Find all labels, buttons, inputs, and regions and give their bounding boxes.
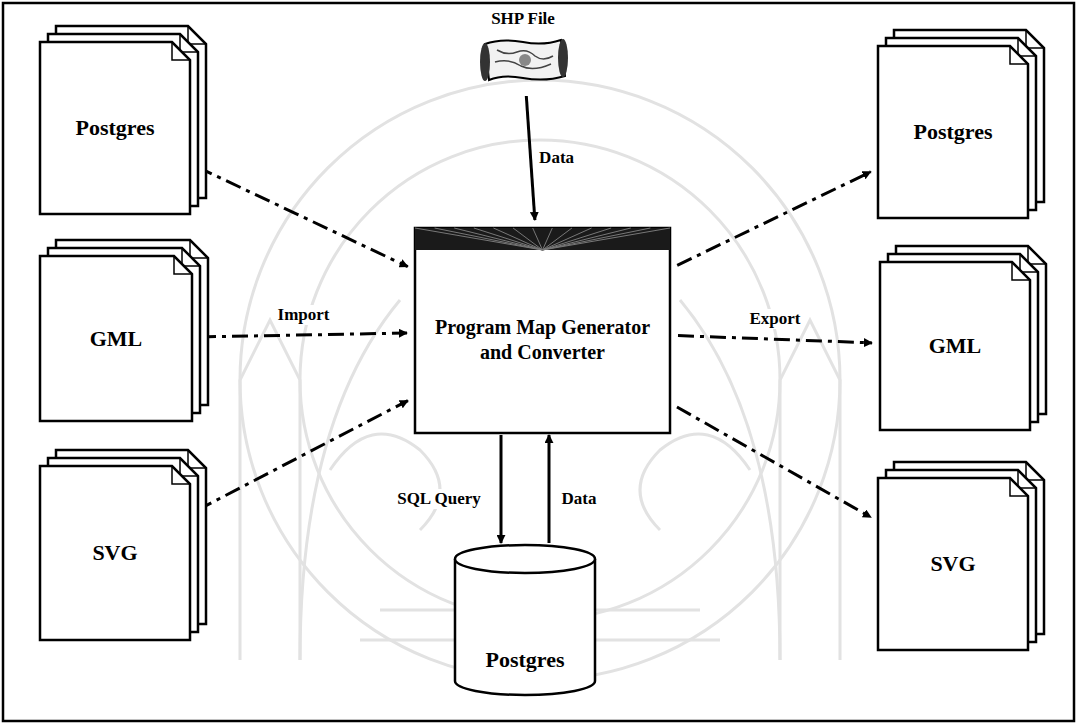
document-stack: Postgres — [40, 42, 190, 214]
edge-label: Data — [536, 148, 577, 168]
dashed-arrow — [678, 336, 872, 343]
edge-label: Data — [559, 489, 600, 509]
data-arrow — [500, 435, 503, 543]
node-label: SVG — [84, 539, 145, 567]
dashed-arrow — [197, 401, 408, 511]
data-arrow — [526, 96, 535, 220]
node-label: Postgres — [905, 118, 1000, 146]
node-label: SVG — [922, 550, 983, 578]
edge-label: Import — [275, 305, 333, 325]
node-label: SHP File — [491, 8, 555, 29]
document-stack: GML — [40, 256, 192, 421]
document-stack: SVG — [40, 466, 190, 640]
edge-label: SQL Query — [394, 489, 484, 509]
shp-file-icon: SHP File — [468, 8, 578, 88]
db-outline — [455, 545, 595, 695]
document-stack: Postgres — [878, 46, 1028, 218]
database-cylinder: Postgres — [455, 545, 595, 695]
node-label: Postgres — [485, 646, 564, 674]
dashed-arrow — [200, 333, 407, 337]
node-label: GML — [82, 325, 151, 353]
program-title: Program Map Generator and Converter — [431, 315, 654, 365]
document-stack: SVG — [878, 478, 1028, 650]
dashed-arrow — [677, 172, 871, 266]
outer-frame — [3, 3, 1074, 721]
data-arrow — [548, 435, 551, 543]
dashed-arrow — [677, 407, 871, 517]
document-stack: GML — [880, 262, 1030, 430]
node-label: Postgres — [67, 114, 162, 142]
dashed-arrow — [197, 167, 408, 267]
node-label: GML — [921, 332, 990, 360]
program-box: Program Map Generator and Converter — [415, 228, 670, 433]
edge-label: Export — [747, 309, 804, 329]
